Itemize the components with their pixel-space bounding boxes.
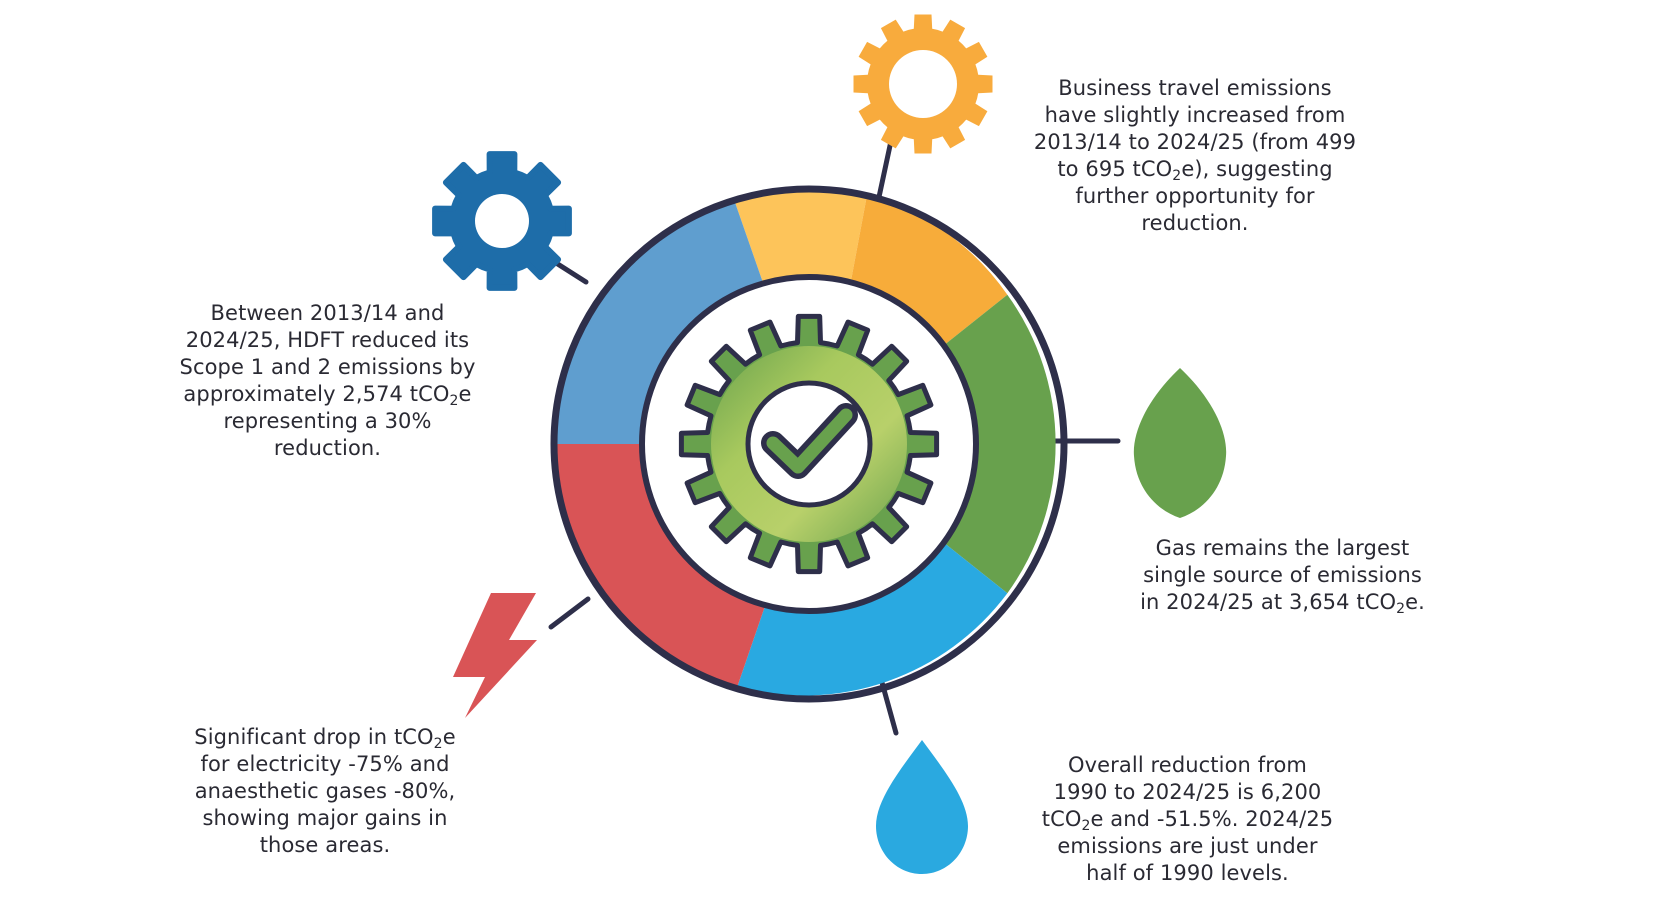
gear-checkmark-icon	[678, 313, 940, 575]
water-drop-icon	[876, 740, 968, 874]
ring-segment-green	[942, 294, 1056, 594]
note-gas: Gas remains the largest single source of…	[1140, 536, 1425, 617]
note-business-travel: Business travel emissions have slightly …	[1033, 76, 1357, 235]
ring-segment-light-orange	[734, 189, 868, 287]
ring-segment-orange	[850, 194, 1008, 347]
leaf-icon	[1133, 368, 1227, 518]
ring-segment-cyan	[737, 541, 1008, 696]
lightning-bolt-icon	[453, 593, 537, 718]
gear-icon	[432, 151, 572, 291]
note-scope-reduction: Between 2013/14 and 2024/25, HDFT reduce…	[179, 301, 476, 460]
ring-segment-blue	[554, 201, 765, 444]
connector-bolt	[548, 596, 591, 630]
note-overall-reduction: Overall reduction from 1990 to 2024/25 i…	[1041, 753, 1334, 885]
note-electricity: Significant drop in tCO2e for electricit…	[194, 725, 456, 857]
sun-icon	[853, 14, 993, 154]
ring-outer-outline	[550, 185, 1068, 703]
ring-segment-red	[554, 444, 766, 687]
